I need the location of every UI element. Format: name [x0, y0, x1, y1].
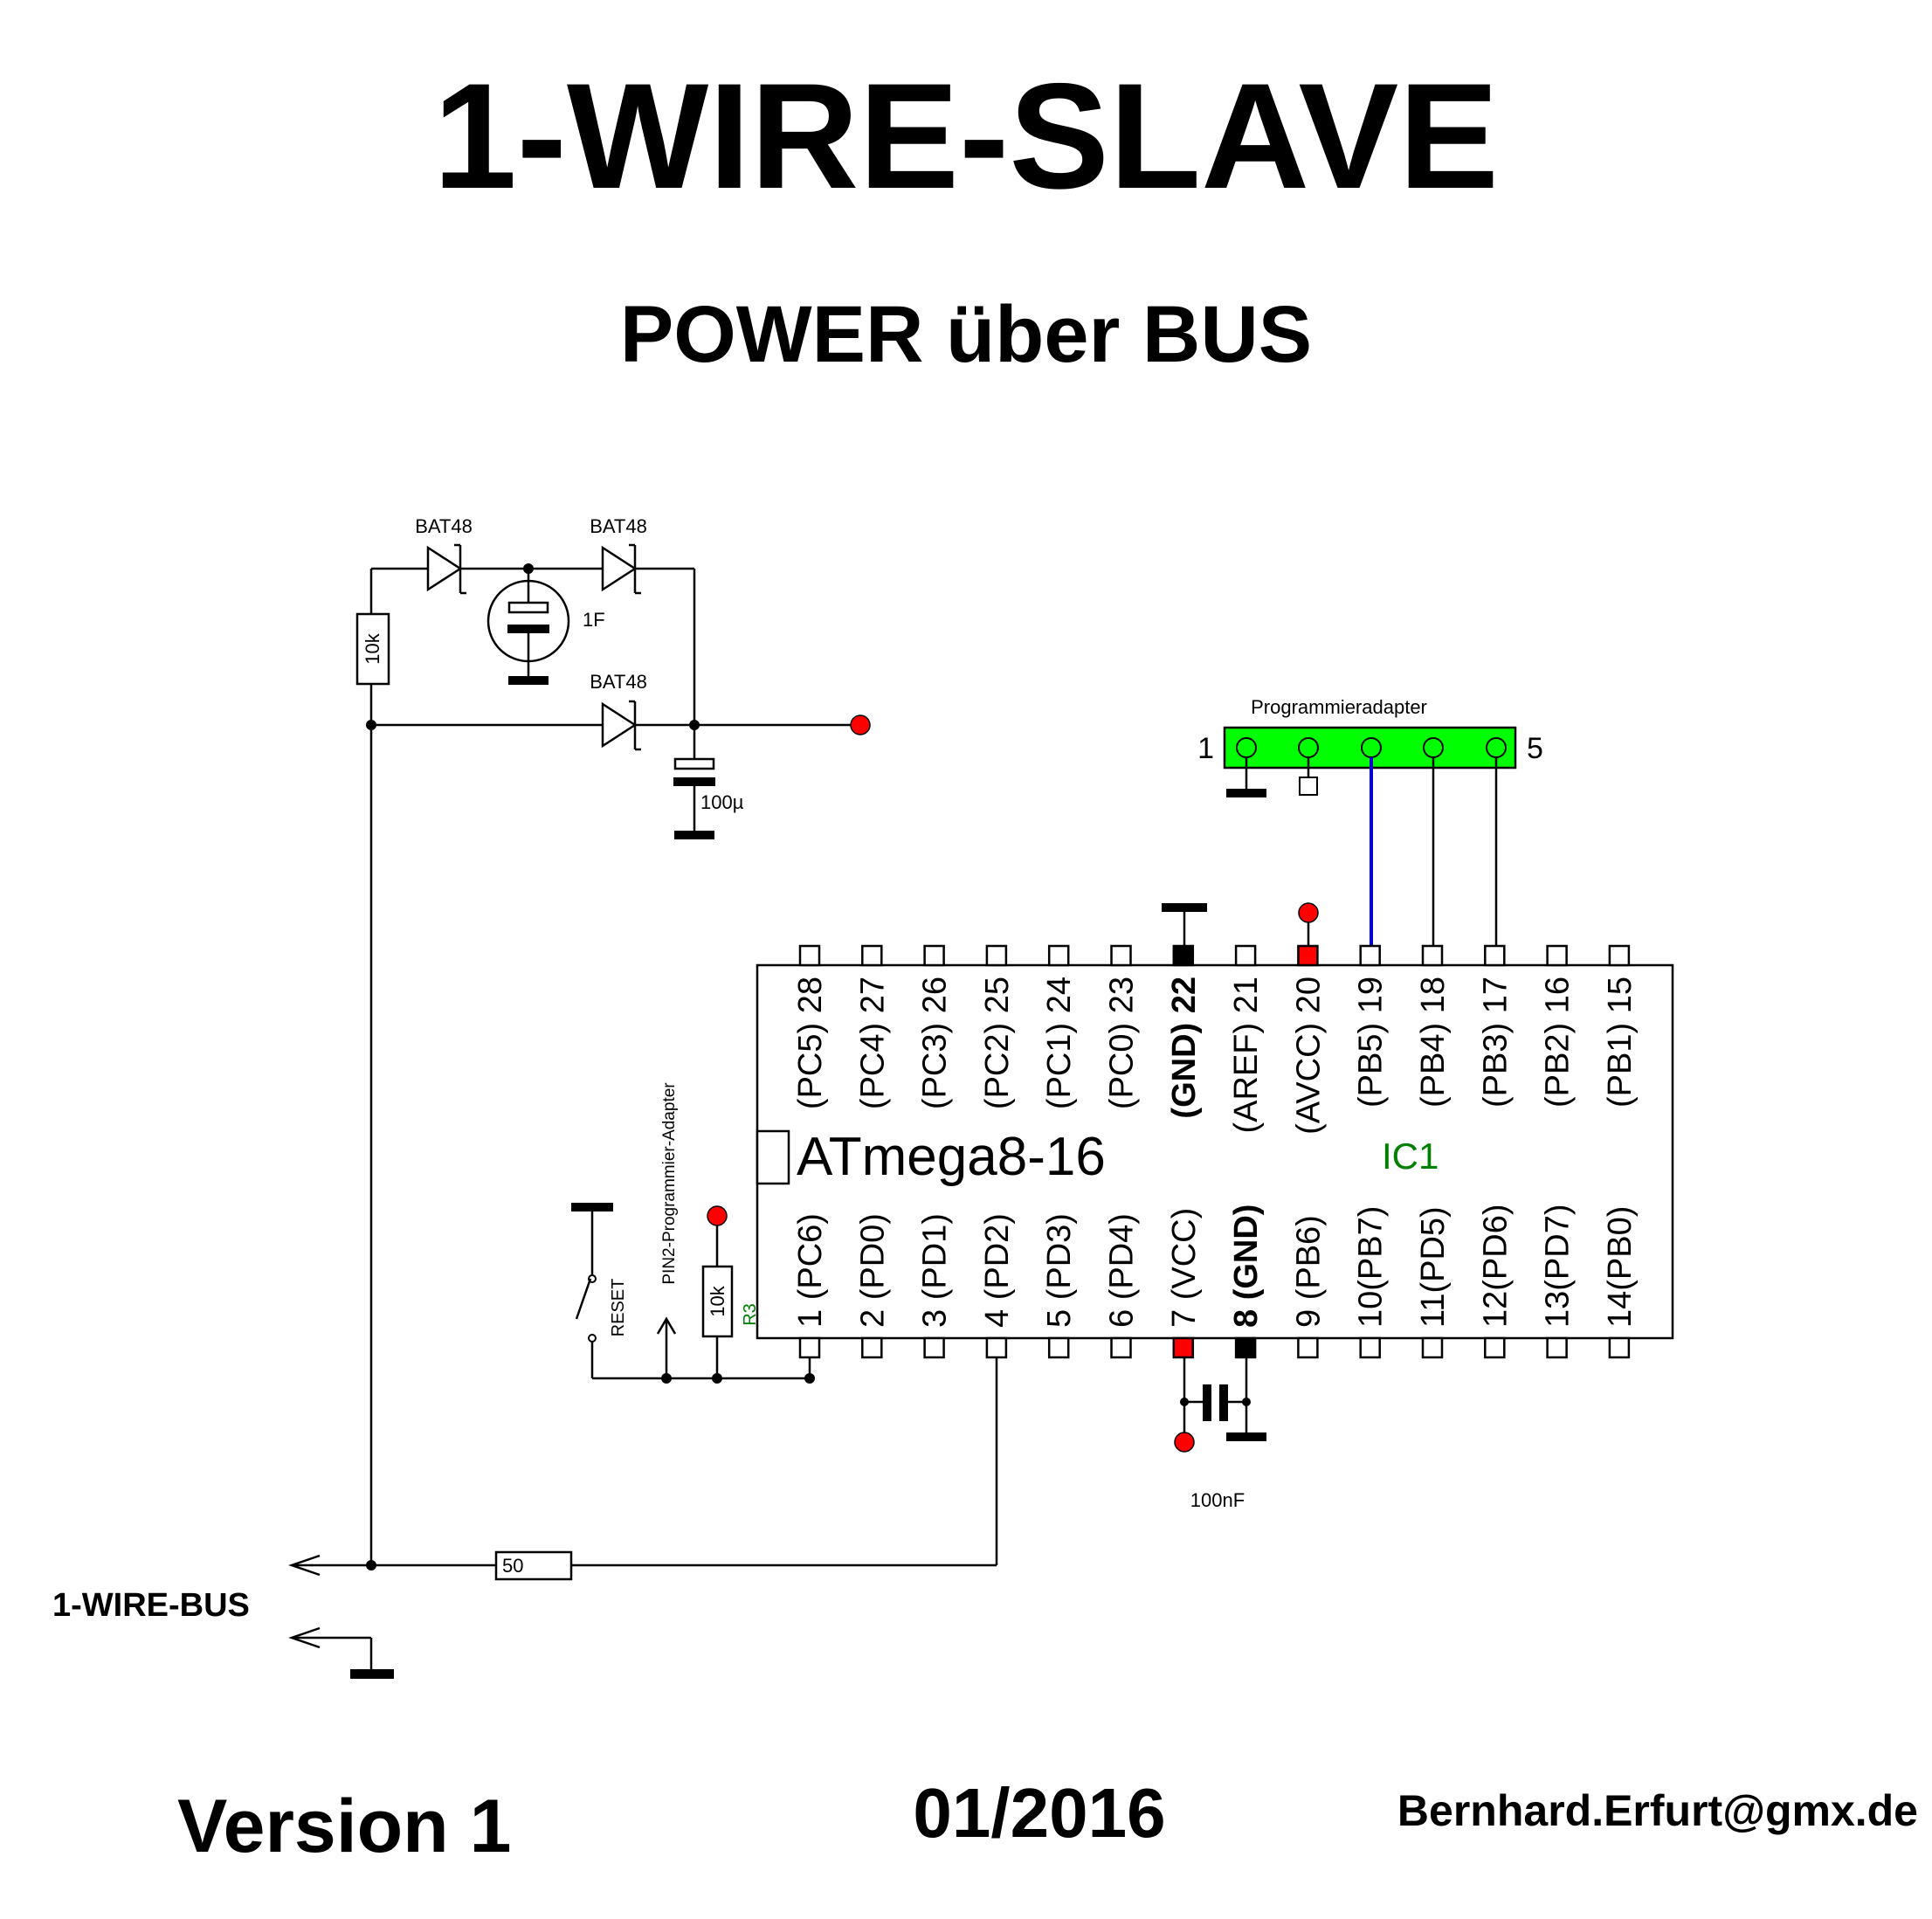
ic-pin-label-top-7: (GND) 22: [1166, 977, 1203, 1119]
ic-pad-bottom-9: [1297, 1336, 1319, 1359]
capacitor-100u: 100µ: [673, 725, 744, 839]
ic-notch: [756, 1129, 790, 1185]
connector-pin-first: 1: [1197, 732, 1214, 765]
ic-atmega8: ATmega8-16 IC1 (PC5) 28 (PC4) 27 (PC3) 26 (…: [756, 944, 1674, 1359]
ic-pin-label-bottom-6: 6 (PD4): [1104, 1213, 1141, 1328]
ic-pad-top-2: [861, 944, 883, 967]
ic-pad-bottom-8: [1234, 1336, 1257, 1359]
svg-text:R3: R3: [741, 1303, 760, 1326]
ic-pad-bottom-1: [798, 1336, 821, 1359]
ic-pin-label-bottom-7: 7 (VCC): [1166, 1208, 1203, 1328]
ic-pin-label-bottom-9: 9 (PB6): [1290, 1215, 1327, 1328]
reset-circuit: RESET PIN2-Programmier-Adapter 10k R3: [571, 1082, 815, 1384]
connector-pin-last: 5: [1527, 732, 1543, 765]
ic-pin-label-bottom-2: 2 (PD0): [854, 1213, 891, 1328]
ic-pin-label-bottom-3: 3 (PD1): [917, 1213, 954, 1328]
ic-pad-bottom-6: [1110, 1336, 1132, 1359]
ic-ref: IC1: [1382, 1136, 1439, 1177]
power-supply-section: 10k BAT48 BAT48 BAT48: [355, 515, 871, 1565]
ic-body: [756, 963, 1674, 1340]
ic-pin-label-bottom-1: 1 (PC6): [792, 1213, 829, 1328]
svg-text:BAT48: BAT48: [590, 515, 647, 537]
ic-pin-label-top-12: (PB3) 17: [1477, 977, 1514, 1108]
ic-pin-label-top-2: (PC4) 27: [854, 977, 891, 1109]
ic-pad-top-6: [1110, 944, 1132, 967]
ic-pin-label-top-9: (AVCC) 20: [1290, 977, 1327, 1135]
resistor-10k-bus: 10k: [355, 612, 390, 686]
ic-pad-top-10: [1359, 944, 1381, 967]
ic-pad-top-3: [923, 944, 945, 967]
ic-pad-bottom-7: [1172, 1336, 1195, 1359]
ic-pin-label-top-1: (PC5) 28: [792, 977, 829, 1109]
vcc-pin20: [1298, 902, 1319, 946]
reset-label: RESET: [609, 1279, 628, 1337]
svg-text:50: 50: [502, 1555, 523, 1577]
ic-pin-label-bottom-10: 10(PB7): [1353, 1206, 1390, 1328]
ic-pad-bottom-4: [985, 1336, 1008, 1359]
diode-bat48-2: BAT48: [590, 515, 647, 595]
ic-pad-bottom-2: [861, 1336, 883, 1359]
ic-pad-top-11: [1421, 944, 1444, 967]
title: 1-WIRE-SLAVE: [433, 52, 1499, 220]
capacitor-100nf: 100nF: [1174, 1358, 1266, 1511]
ic-pad-bottom-11: [1421, 1336, 1444, 1359]
ic-pin-label-bottom-13: 13(PD7): [1540, 1205, 1577, 1329]
bus-label: 1-WIRE-BUS: [52, 1587, 250, 1624]
ic-part-name: ATmega8-16: [797, 1127, 1106, 1187]
ic-pad-top-12: [1484, 944, 1506, 967]
ic-pad-top-1: [798, 944, 821, 967]
reset-note: PIN2-Programmier-Adapter: [660, 1082, 679, 1285]
diode-bat48-3: BAT48: [590, 671, 647, 751]
programmer-label: Programmieradapter: [1251, 696, 1427, 718]
ic-pin-label-top-5: (PC1) 24: [1041, 977, 1078, 1109]
diode-bat48-1: BAT48: [415, 515, 473, 595]
supercap-1f: 1F: [486, 569, 605, 685]
ic-pin-label-top-10: (PB5) 19: [1353, 977, 1390, 1108]
ic-pad-top-9: [1297, 944, 1319, 967]
svg-text:BAT48: BAT48: [590, 671, 647, 693]
vcc-node: [850, 714, 871, 735]
ic-pad-bottom-13: [1546, 1336, 1568, 1359]
ic-pin-label-top-8: (AREF) 21: [1228, 977, 1265, 1133]
ic-pad-bottom-3: [923, 1336, 945, 1359]
ic-pin-label-top-14: (PB1) 15: [1602, 977, 1639, 1108]
ic-pin-label-bottom-8: 8 (GND): [1228, 1205, 1265, 1328]
ic-pad-top-5: [1047, 944, 1070, 967]
svg-text:BAT48: BAT48: [415, 515, 473, 537]
ic-pin-label-top-3: (PC3) 26: [917, 977, 954, 1109]
ic-pin-label-bottom-14: 14(PB0): [1602, 1206, 1639, 1328]
ic-pin-label-bottom-4: 4 (PD2): [979, 1213, 1016, 1328]
ic-pad-bottom-12: [1484, 1336, 1506, 1359]
footer-email: Bernhard.Erfurt@gmx.de: [1397, 1786, 1918, 1835]
ic-pin-label-bottom-12: 12(PD6): [1477, 1205, 1514, 1329]
programmer-connector: Programmieradapter 1 5: [1197, 696, 1543, 946]
svg-text:10k: 10k: [362, 632, 383, 664]
svg-text:10k: 10k: [707, 1285, 728, 1316]
svg-text:1F: 1F: [583, 609, 605, 631]
footer-date: 01/2016: [913, 1774, 1165, 1852]
ic-pin-label-top-11: (PB4) 18: [1415, 977, 1452, 1108]
ic-pin-label-bottom-11: 11(PD5): [1415, 1206, 1452, 1328]
ic-pin-label-top-4: (PC2) 25: [979, 977, 1016, 1109]
ic-pin-label-top-13: (PB2) 16: [1540, 977, 1577, 1108]
ic-pad-top-4: [985, 944, 1008, 967]
ic-pad-top-8: [1234, 944, 1257, 967]
subtitle: POWER über BUS: [620, 290, 1312, 379]
ic-pad-bottom-10: [1359, 1336, 1381, 1359]
ic-pad-top-13: [1546, 944, 1568, 967]
one-wire-bus: 50 1-WIRE-BUS: [52, 1358, 998, 1679]
ic-pin-label-bottom-5: 5 (PD3): [1041, 1213, 1078, 1328]
ic-pad-top-14: [1608, 944, 1631, 967]
ic-pad-top-7: [1172, 944, 1195, 967]
ic-pad-bottom-5: [1047, 1336, 1070, 1359]
ic-pad-bottom-14: [1608, 1336, 1631, 1359]
svg-text:100µ: 100µ: [700, 791, 744, 813]
footer-version: Version 1: [177, 1784, 511, 1868]
gnd-pin22: [1162, 903, 1207, 946]
ic-pin-label-top-6: (PC0) 23: [1104, 977, 1141, 1109]
svg-text:100nF: 100nF: [1190, 1489, 1245, 1511]
